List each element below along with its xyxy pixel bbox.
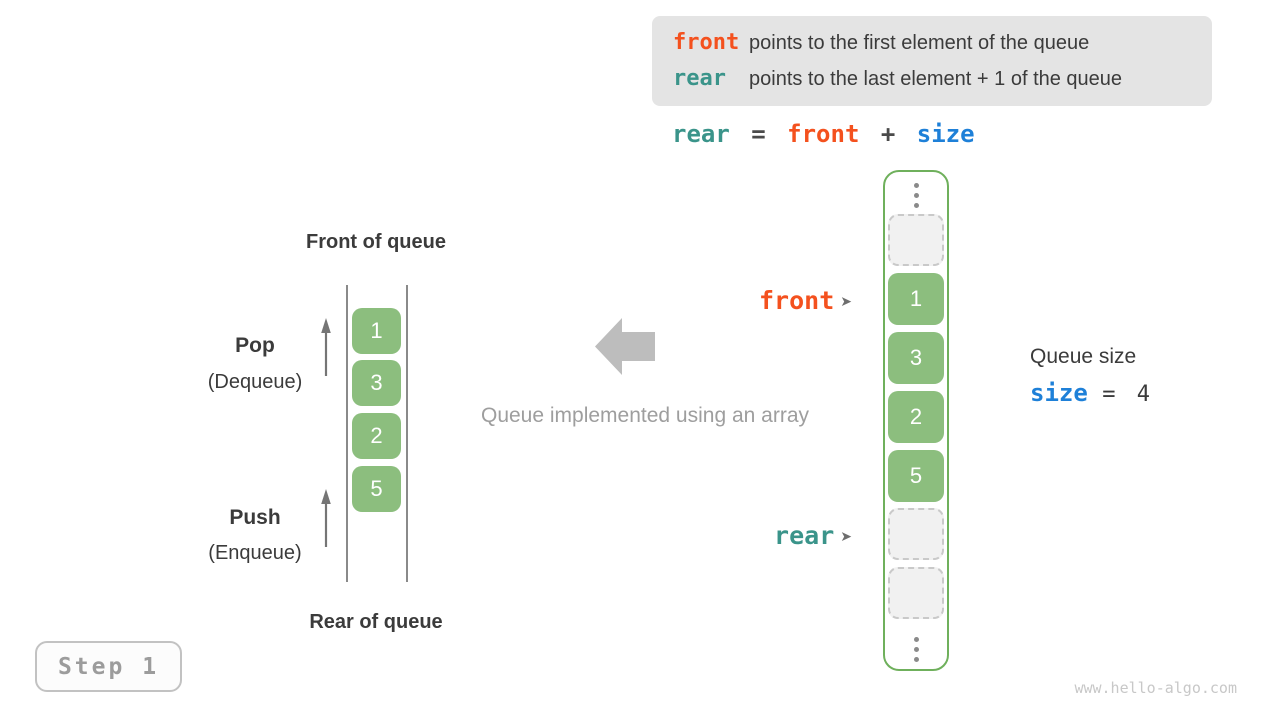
size-variable: size: [1030, 379, 1088, 407]
queue-cell: 2: [352, 413, 401, 459]
rear-definition-text: points to the last element + 1 of the qu…: [749, 68, 1123, 90]
array-container: 1 3 2 5: [883, 170, 949, 671]
queue-size-value-line: size = 4: [1030, 379, 1154, 407]
front-definition-text: points to the first element of the queue: [749, 32, 1090, 54]
ellipsis-icon: [885, 634, 947, 664]
rear-pointer: rear ➤: [736, 521, 852, 550]
dequeue-label: (Dequeue): [207, 371, 303, 393]
queue-cell: 5: [352, 466, 401, 512]
enqueue-label: (Enqueue): [208, 542, 302, 564]
diagram-caption: Queue implemented using an array: [480, 404, 810, 427]
array-cell: 2: [888, 391, 944, 443]
formula-size: size: [916, 120, 975, 148]
front-pointer-label: front: [759, 286, 835, 315]
rear-of-queue-label: Rear of queue: [309, 611, 443, 633]
left-block-arrow-icon: [595, 318, 655, 375]
front-pointer: front ➤: [736, 286, 852, 315]
queue-wall-right: [406, 285, 408, 582]
front-keyword: front: [673, 30, 740, 55]
array-cell-empty: [888, 214, 944, 266]
queue-cell: 1: [352, 308, 401, 354]
ellipsis-icon: [885, 180, 947, 210]
push-label: Push: [229, 506, 281, 529]
queue-cell: 3: [352, 360, 401, 406]
formula-equals: =: [751, 120, 766, 148]
formula-rear: rear: [672, 120, 730, 148]
pop-label: Pop: [235, 334, 275, 357]
queue-wall-left: [346, 285, 348, 582]
rear-pointer-label: rear: [774, 521, 835, 550]
rear-definition-row: rear points to the last element + 1 of t…: [673, 61, 1212, 97]
array-cell: 3: [888, 332, 944, 384]
front-definition-row: front points to the first element of the…: [673, 25, 1212, 61]
front-of-queue-label: Front of queue: [306, 231, 446, 253]
formula-front: front: [787, 120, 860, 148]
pointer-arrow-icon: ➤: [840, 529, 852, 545]
watermark: www.hello-algo.com: [1074, 679, 1237, 697]
array-cell: 5: [888, 450, 944, 502]
array-cell: 1: [888, 273, 944, 325]
array-cell-empty: [888, 567, 944, 619]
queue-size-title: Queue size: [1030, 345, 1137, 368]
pointer-arrow-icon: ➤: [840, 294, 852, 310]
formula: rear = front + size: [672, 120, 975, 148]
size-value: = 4: [1102, 382, 1154, 407]
pointer-definition-box: front points to the first element of the…: [652, 16, 1212, 106]
push-direction-arrow-icon: [321, 489, 331, 547]
step-badge: Step 1: [35, 641, 182, 692]
array-cell-empty: [888, 508, 944, 560]
rear-keyword: rear: [673, 66, 726, 91]
formula-plus: +: [880, 120, 896, 148]
pop-direction-arrow-icon: [321, 318, 331, 376]
